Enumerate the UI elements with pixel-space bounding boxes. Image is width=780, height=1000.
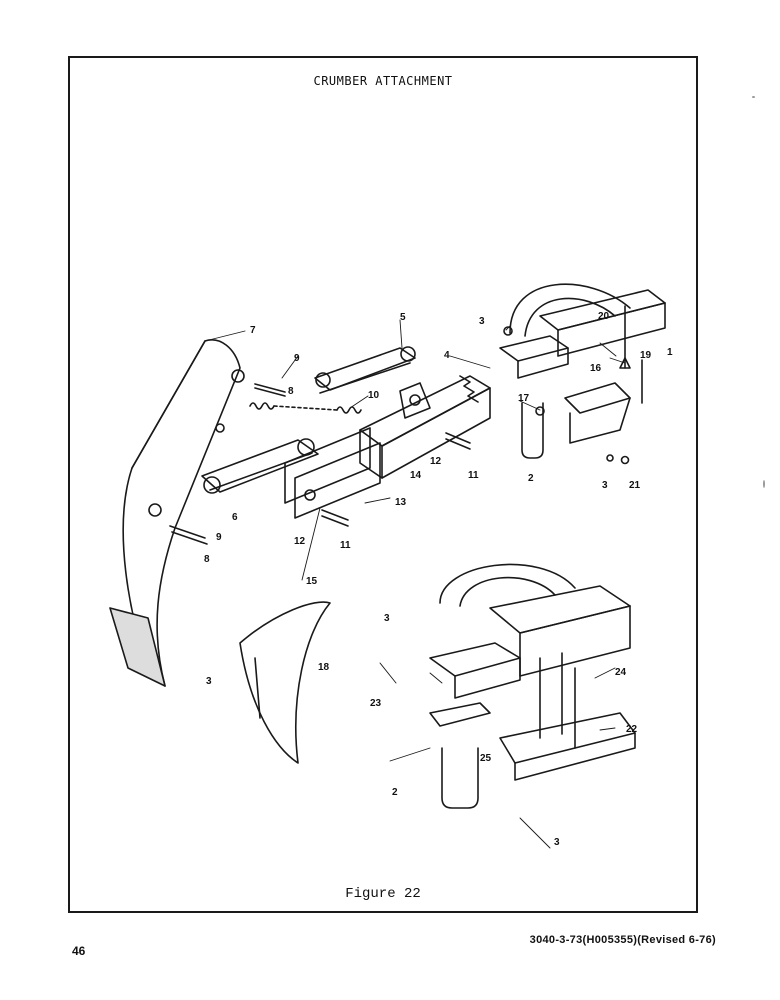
- shank-part-7: [109, 339, 245, 687]
- svg-text:5: 5: [400, 312, 406, 323]
- svg-text:15: 15: [306, 576, 318, 587]
- side-plates: [284, 427, 381, 519]
- svg-text:14: 14: [410, 470, 422, 481]
- svg-text:6: 6: [232, 512, 238, 523]
- svg-text:11: 11: [468, 470, 479, 481]
- svg-text:12: 12: [294, 536, 306, 547]
- pins-part-8-11: [169, 383, 471, 545]
- spring-part-10: [249, 402, 362, 414]
- u-bolt-lower-part-2: [441, 747, 479, 809]
- hardware-upper: [503, 305, 643, 465]
- svg-text:3: 3: [384, 613, 390, 624]
- svg-text:4: 4: [444, 350, 450, 361]
- shield-part-15: [239, 601, 331, 764]
- svg-text:2: 2: [528, 473, 534, 484]
- page-number: 46: [72, 944, 86, 958]
- svg-text:3: 3: [479, 316, 485, 327]
- leader-lines: [204, 319, 626, 849]
- svg-text:10: 10: [368, 390, 380, 401]
- document-code: 3040-3-73(H005355)(Revised 6-76): [529, 934, 716, 946]
- svg-text:21: 21: [629, 480, 641, 491]
- u-bolt-part-2: [521, 402, 544, 459]
- svg-text:18: 18: [318, 662, 330, 673]
- clamp-bracket-part-22: [429, 563, 636, 781]
- svg-text:23: 23: [370, 698, 382, 709]
- svg-text:22: 22: [626, 724, 638, 735]
- figure-frame: CRUMBER ATTACHMENT: [68, 56, 698, 913]
- beam-part-4: [359, 375, 491, 479]
- svg-text:1: 1: [667, 347, 673, 358]
- svg-text:24: 24: [615, 667, 627, 678]
- svg-text:3: 3: [602, 480, 608, 491]
- callout-labels: 7 5 4 3 20 1 19 16 17 2 3 21 9 8 10 12 1…: [204, 311, 673, 848]
- svg-text:9: 9: [216, 532, 222, 543]
- link-part-5: [314, 346, 416, 394]
- svg-text:20: 20: [598, 311, 610, 322]
- svg-text:3: 3: [206, 676, 212, 687]
- svg-text:2: 2: [392, 787, 398, 798]
- svg-text:12: 12: [430, 456, 442, 467]
- svg-text:9: 9: [294, 353, 300, 364]
- svg-text:19: 19: [640, 350, 652, 361]
- svg-text:25: 25: [480, 753, 492, 764]
- figure-title: CRUMBER ATTACHMENT: [313, 74, 453, 88]
- parts-diagram: 7 5 4 3 20 1 19 16 17 2 3 21 9 8 10 12 1…: [109, 283, 673, 849]
- link-part-6: [201, 438, 319, 494]
- svg-text:16: 16: [590, 363, 602, 374]
- scan-speck: [763, 480, 765, 488]
- clamp-bracket-part-1: [499, 283, 666, 444]
- svg-text:3: 3: [554, 837, 560, 848]
- svg-text:11: 11: [340, 540, 351, 551]
- svg-text:17: 17: [518, 393, 530, 404]
- svg-text:8: 8: [288, 386, 294, 397]
- scan-speck: [752, 96, 755, 98]
- figure-caption: Figure 22: [345, 886, 421, 902]
- svg-text:7: 7: [250, 325, 256, 336]
- svg-text:8: 8: [204, 554, 210, 565]
- svg-text:13: 13: [395, 497, 407, 508]
